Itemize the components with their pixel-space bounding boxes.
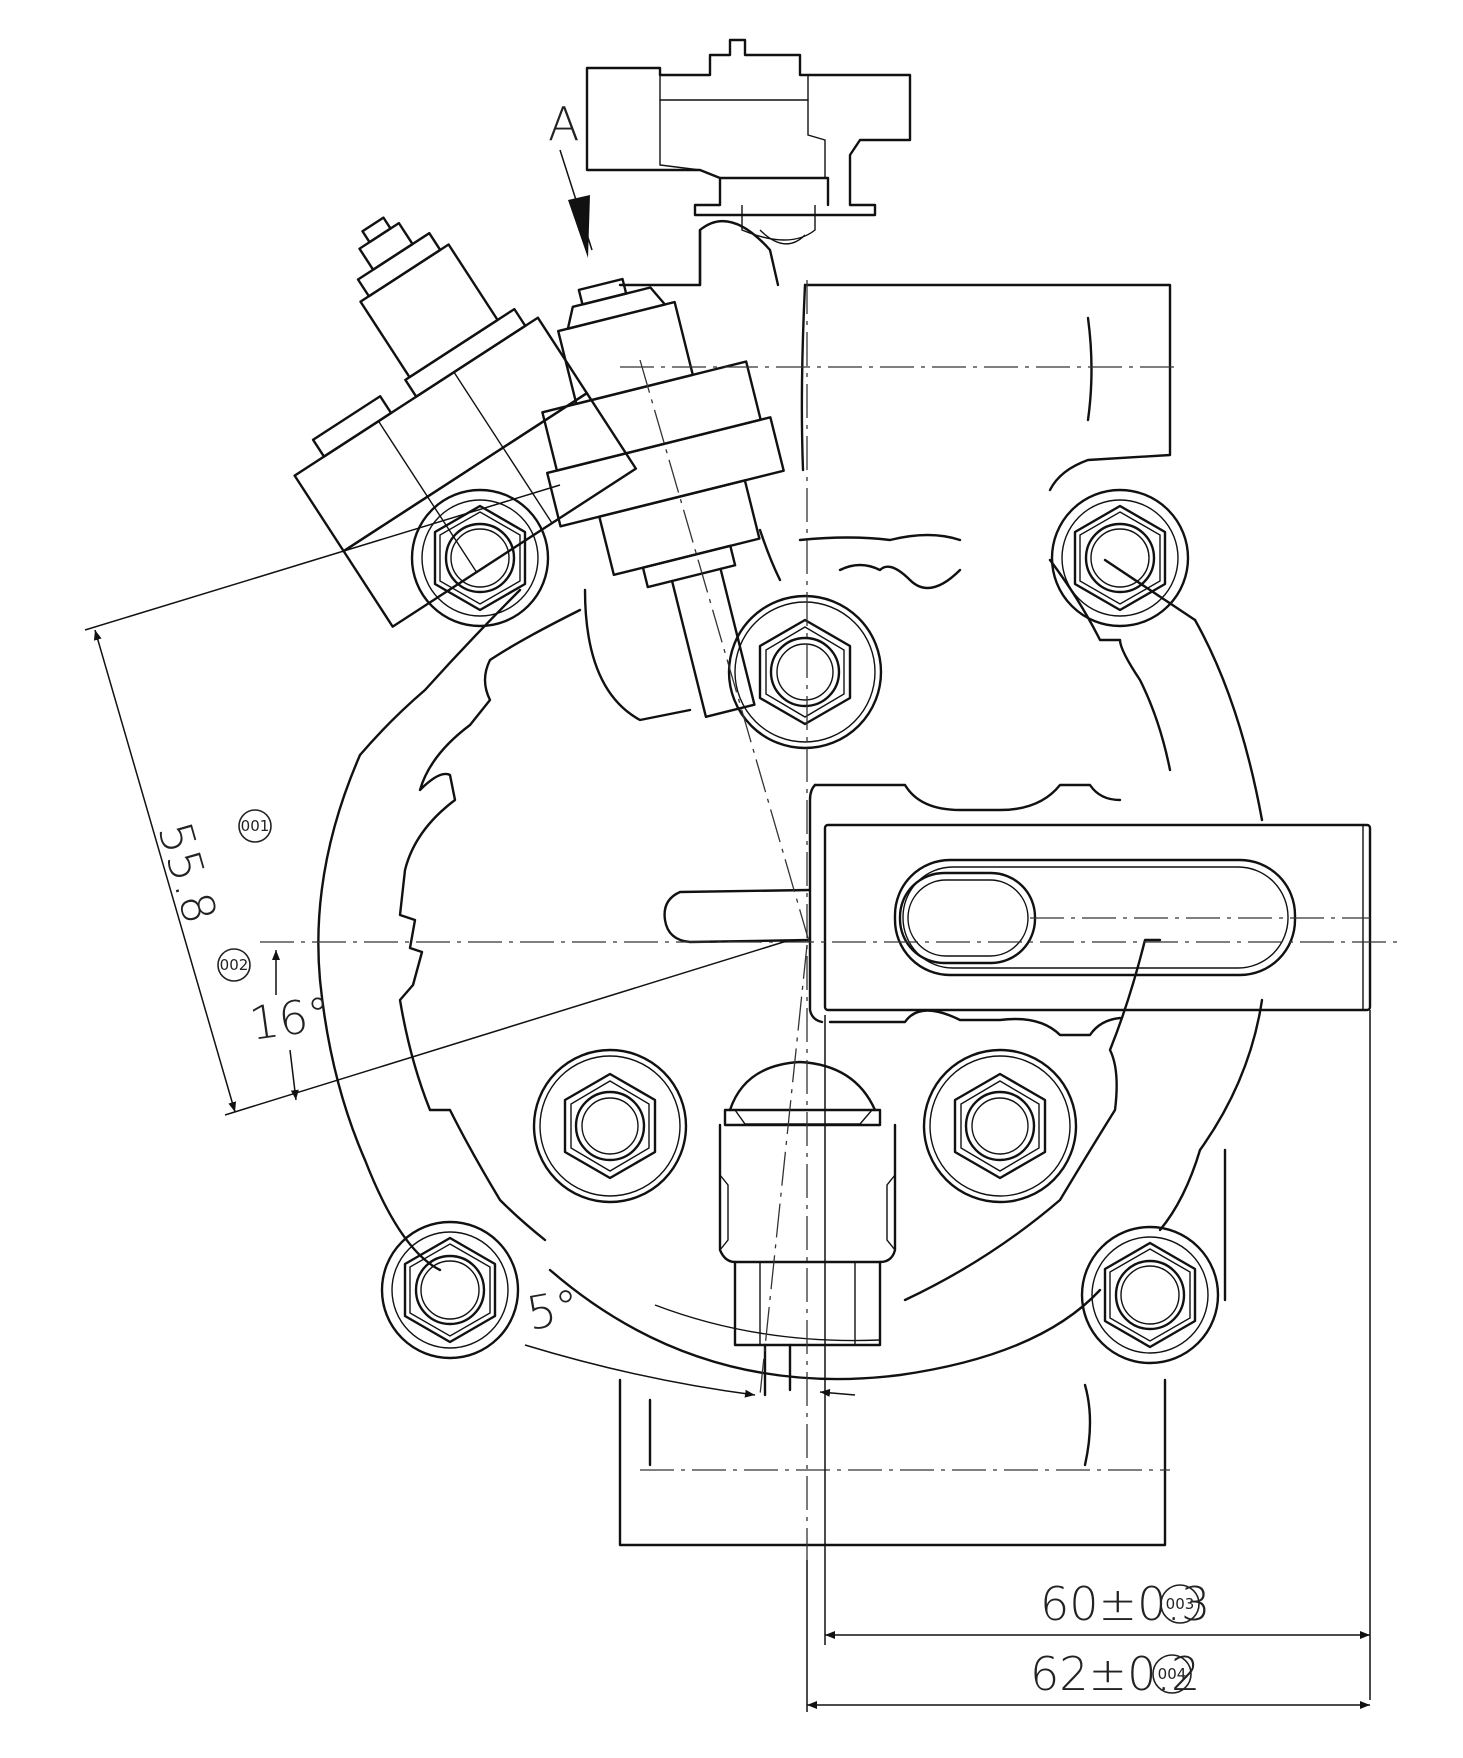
dimension-angle-2: 5° [523, 1279, 856, 1398]
width-1-tolerance: ±0.3 [1099, 1577, 1211, 1631]
angle-2-value: 5° [523, 1279, 584, 1341]
angle-1-tag: 002 [220, 956, 249, 974]
nut-bottom-left [532, 1048, 688, 1204]
width-2-tag: 004 [1158, 1665, 1187, 1683]
dimension-width-1: 60±0.3 003 [824, 1010, 1371, 1700]
nut-top-center [727, 594, 883, 750]
housing-outline [618, 220, 1264, 1547]
dimension-length-1: 55.8 001 [84, 484, 791, 1116]
top-connector [585, 38, 912, 287]
width-1-value: 60 [1040, 1577, 1099, 1631]
svg-text:60±0.3: 60±0.3 [1040, 1577, 1210, 1631]
bolt-bottom-right [1080, 1225, 1220, 1365]
dimension-width-2: 62±0.2 004 [806, 1560, 1370, 1712]
width-2-tolerance: ±0.2 [1089, 1647, 1201, 1701]
angle-1-value: 16° [246, 986, 334, 1051]
bottom-plug [718, 1060, 897, 1397]
flange-outer [317, 558, 1202, 1381]
length-1-tag: 001 [241, 817, 270, 835]
width-2-value: 62 [1030, 1647, 1089, 1701]
bolt-top-left [410, 488, 550, 628]
dimension-angle-1: 002 16° [217, 948, 334, 1101]
center-tongue [663, 888, 812, 944]
side-connector [808, 783, 1372, 1037]
service-valve [541, 277, 785, 719]
nut-bottom-right [922, 1048, 1078, 1204]
width-1-tag: 003 [1166, 1595, 1195, 1613]
bolt-bottom-left [380, 1220, 520, 1360]
length-1-value: 55.8 [147, 816, 227, 929]
left-fitting [293, 216, 638, 628]
view-label: A [548, 97, 579, 151]
bolt-top-right [1050, 488, 1190, 628]
center-lines [260, 280, 1400, 1560]
view-arrow: A [548, 97, 593, 258]
svg-text:62±0.2: 62±0.2 [1030, 1647, 1200, 1701]
valve-body-right [758, 528, 782, 582]
valve-body [583, 588, 692, 722]
